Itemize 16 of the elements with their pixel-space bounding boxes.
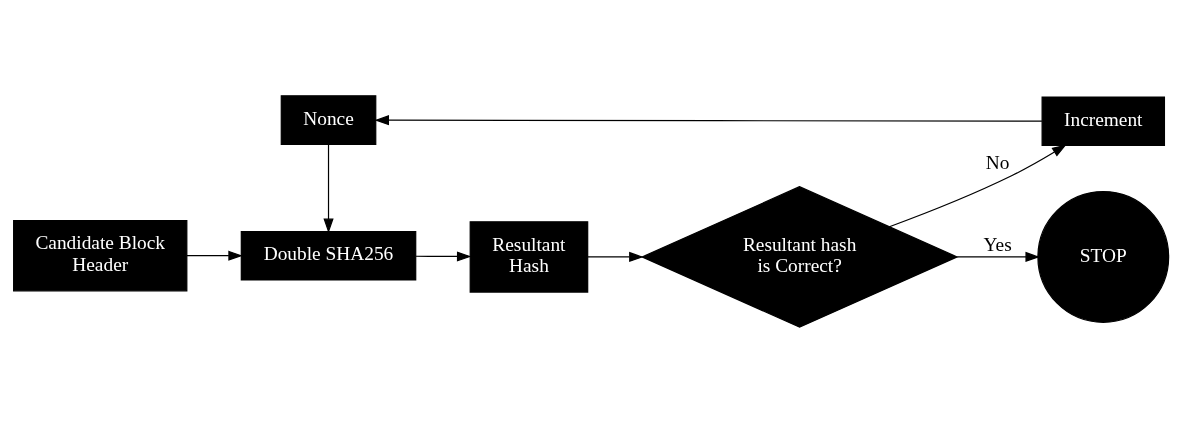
node-box: Increment: [1041, 96, 1166, 147]
node-box: Double SHA256: [240, 230, 417, 281]
node-box: Nonce: [280, 95, 377, 145]
edge-label: No: [985, 152, 1010, 174]
arrow: [587, 251, 644, 262]
node-circle: STOP: [1037, 190, 1170, 323]
node-box: Candidate Block Header: [13, 219, 188, 292]
arrow: [415, 251, 472, 262]
arrow: [374, 115, 1043, 126]
node-diamond: Resultant hash is Correct?: [640, 186, 959, 328]
node-box: Resultant Hash: [469, 221, 589, 293]
arrow: [323, 143, 334, 234]
edge-label: Yes: [983, 233, 1012, 255]
arrow: [888, 144, 1067, 228]
arrow: [956, 251, 1040, 262]
arrow: [186, 250, 243, 261]
